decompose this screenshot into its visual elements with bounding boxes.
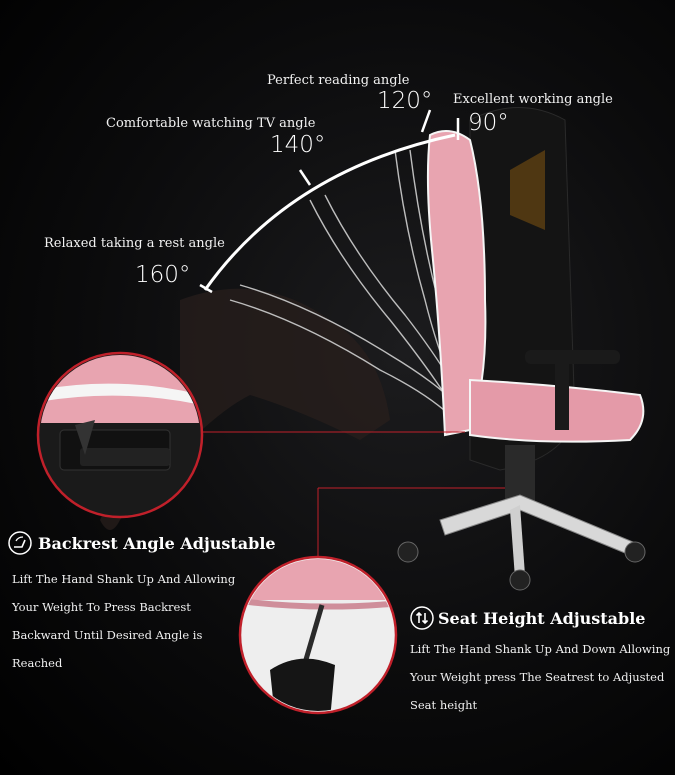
backrest-title: Backrest Angle Adjustable xyxy=(38,534,276,553)
backrest-line-4: Reached xyxy=(12,656,63,670)
angle-120-label: Perfect reading angle xyxy=(267,73,410,88)
backrest-line-1: Lift The Hand Shank Up And Allowing xyxy=(12,572,236,586)
angle-160-value: 160° xyxy=(135,262,191,288)
angle-120-value: 120° xyxy=(377,88,433,114)
seat-line-2: Your Weight press The Seatrest to Adjust… xyxy=(410,670,665,684)
pink-gaming-chair xyxy=(397,130,646,591)
seat-height-detail-circle xyxy=(238,555,398,715)
backrest-line-3: Backward Until Desired Angle is xyxy=(12,628,203,642)
backrest-recline-icon xyxy=(8,531,32,555)
backrest-line-2: Your Weight To Press Backrest xyxy=(12,600,191,614)
seat-title: Seat Height Adjustable xyxy=(438,609,646,628)
background-chair-accent xyxy=(510,150,545,230)
angle-90-label: Excellent working angle xyxy=(453,92,613,107)
angle-90-value: 90° xyxy=(468,110,509,136)
angle-140-label: Comfortable watching TV angle xyxy=(106,116,316,131)
angle-arc xyxy=(203,133,456,291)
up-down-arrows-icon xyxy=(410,606,434,630)
backrest-detail-circle xyxy=(36,351,204,519)
seat-line-1: Lift The Hand Shank Up And Down Allowing xyxy=(410,642,671,656)
angle-140-value: 140° xyxy=(270,132,326,158)
angle-tick-160 xyxy=(199,283,213,294)
angle-160-label: Relaxed taking a rest angle xyxy=(44,236,225,251)
angle-tick-120 xyxy=(420,109,432,133)
person-silhouette xyxy=(100,288,390,530)
angle-tick-140 xyxy=(298,169,312,186)
seat-line-3: Seat height xyxy=(410,698,478,712)
